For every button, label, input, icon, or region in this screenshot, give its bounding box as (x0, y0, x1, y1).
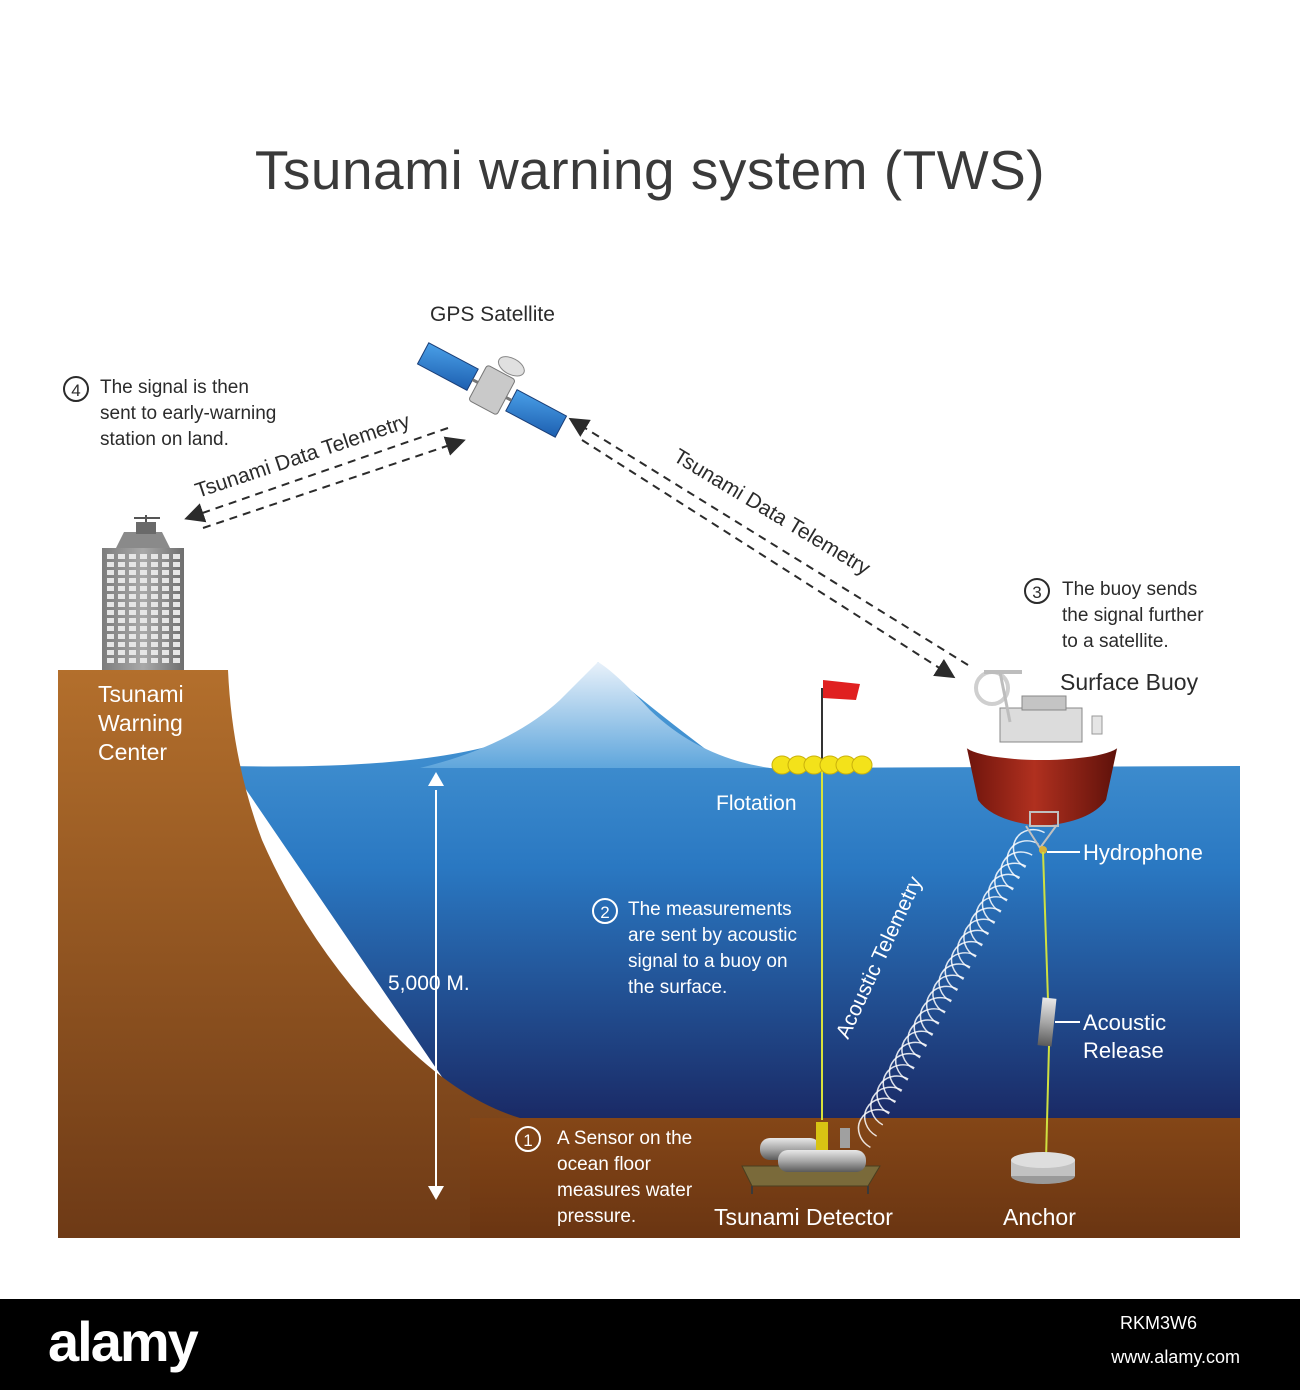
svg-text:The buoy sends the sig: The buoy sends the signal further to a s… (1062, 579, 1209, 652)
gps-satellite-label: GPS Satellite (430, 303, 555, 326)
tsunami-scene: GPS Satellite Tsunami Data Telemetry Tsu… (58, 303, 1240, 1238)
anchor-label: Anchor (1003, 1204, 1076, 1230)
land-cliff (58, 670, 1240, 1238)
image-url: www.alamy.com (1111, 1347, 1240, 1367)
watermark-bar: alamy RKM3W6 www.alamy.com (0, 1299, 1300, 1390)
svg-text:The signal is then sen: The signal is then sent to early-warning… (100, 377, 282, 450)
depth-label: 5,000 M. (388, 972, 470, 995)
flotation-buoy (771, 680, 873, 1120)
mooring (1011, 851, 1075, 1184)
gps-satellite (416, 342, 568, 438)
step-3: 3 The buoy sends the signal further to a… (1024, 578, 1209, 652)
tsunami-wave (420, 662, 770, 768)
svg-text:1: 1 (523, 1131, 532, 1150)
acoustic-release-label: Acoustic Release (1083, 1010, 1172, 1063)
svg-text:A Sensor on the ocean: A Sensor on the ocean floor measures wat… (557, 1128, 698, 1227)
telemetry-arrows-left (184, 427, 466, 529)
step-4: 4 The signal is then sent to early-warni… (63, 376, 282, 450)
tsunami-detector-label: Tsunami Detector (714, 1204, 893, 1230)
svg-text:2: 2 (600, 903, 609, 922)
surface-buoy (964, 670, 1120, 854)
page-title: Tsunami warning system (TWS) (254, 139, 1046, 201)
center-label: Tsunami Warning Center (98, 681, 190, 765)
acoustic-waves (857, 828, 1045, 1148)
telemetry-arrows-right (568, 417, 969, 679)
svg-text:3: 3 (1032, 583, 1041, 602)
depth-arrow (428, 772, 444, 1200)
flotation-label: Flotation (716, 792, 797, 815)
svg-text:The measurements are s: The measurements are sent by acoustic si… (628, 899, 802, 998)
warning-center-building (102, 515, 184, 670)
alamy-logo: alamy (48, 1310, 199, 1373)
hydrophone-label: Hydrophone (1083, 840, 1203, 865)
surface-buoy-label: Surface Buoy (1060, 669, 1199, 695)
svg-text:4: 4 (71, 381, 80, 400)
step-1: 1 A Sensor on the ocean floor measures w… (515, 1126, 698, 1227)
tsunami-detector (741, 1122, 881, 1194)
step-2: 2 The measurements are sent by acoustic … (592, 898, 802, 998)
image-code: RKM3W6 (1119, 1313, 1197, 1333)
